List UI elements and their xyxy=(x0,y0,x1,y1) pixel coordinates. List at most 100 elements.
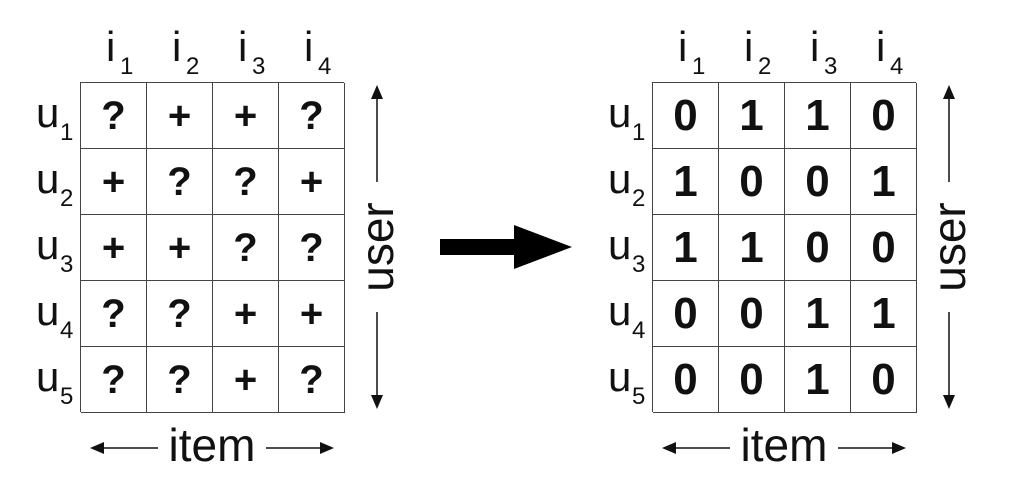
matrix-cell: ? xyxy=(147,281,213,347)
user-axis-arrow xyxy=(371,85,383,409)
item-axis-label: item xyxy=(740,419,828,471)
matrix-cell: 0 xyxy=(719,149,785,215)
column-label-base: i xyxy=(172,23,182,70)
transform-arrow xyxy=(440,225,572,269)
row-label-base: u xyxy=(608,353,632,400)
matrix-cell: + xyxy=(213,281,279,347)
row-label-subscript: 4 xyxy=(632,317,646,344)
column-label-subscript: 1 xyxy=(692,53,706,80)
item-axis-label: item xyxy=(168,419,256,471)
matrix-cell: ? xyxy=(81,83,147,149)
row-label-base: u xyxy=(608,89,632,136)
matrix-cell: 1 xyxy=(785,83,851,149)
matrix-cell: + xyxy=(147,215,213,281)
column-label-base: i xyxy=(810,23,820,70)
column-label-base: i xyxy=(304,23,314,70)
matrix-cell: ? xyxy=(279,347,345,413)
column-label-base: i xyxy=(744,23,754,70)
row-label-base: u xyxy=(36,155,60,202)
column-label-subscript: 1 xyxy=(120,53,134,80)
matrix-cell: ? xyxy=(213,149,279,215)
user-axis-arrow xyxy=(943,85,955,409)
item-axis: item xyxy=(652,418,916,478)
user-axis-label: user xyxy=(351,202,403,292)
column-label-base: i xyxy=(238,23,248,70)
item-axis-arrow xyxy=(662,442,906,454)
column-label-subscript: 3 xyxy=(252,53,266,80)
matrix-cell: + xyxy=(213,347,279,413)
row-label-subscript: 1 xyxy=(632,119,646,146)
column-label-subscript: 4 xyxy=(890,53,904,80)
column-label-subscript: 2 xyxy=(758,53,772,80)
row-label-subscript: 5 xyxy=(632,383,646,410)
matrix-cell: 1 xyxy=(653,215,719,281)
column-label-subscript: 4 xyxy=(318,53,332,80)
row-label-base: u xyxy=(36,221,60,268)
feedback-matrix-grid: ? + + ? + ? ? + + + ? ? ? ? + + ? ? + ? xyxy=(80,82,345,413)
matrix-cell: 1 xyxy=(719,215,785,281)
matrix-cell: 0 xyxy=(851,83,917,149)
item-axis: item xyxy=(80,418,344,478)
matrix-cell: + xyxy=(81,215,147,281)
matrix-cell: 0 xyxy=(851,347,917,413)
matrix-cell: 0 xyxy=(785,215,851,281)
row-label-subscript: 2 xyxy=(60,185,74,212)
row-label-base: u xyxy=(608,155,632,202)
user-axis: user xyxy=(344,82,410,412)
row-label-base: u xyxy=(608,287,632,334)
column-label-subscript: 3 xyxy=(824,53,838,80)
user-axis: user xyxy=(916,82,982,412)
matrix-cell: 1 xyxy=(719,83,785,149)
matrix-cell: ? xyxy=(147,149,213,215)
matrix-cell: 1 xyxy=(785,281,851,347)
row-label-subscript: 4 xyxy=(60,317,74,344)
column-label-base: i xyxy=(106,23,116,70)
matrix-cell: 0 xyxy=(851,215,917,281)
row-label-subscript: 3 xyxy=(60,251,74,278)
matrix-cell: 0 xyxy=(785,149,851,215)
row-label-base: u xyxy=(608,221,632,268)
item-axis-arrow xyxy=(90,442,334,454)
matrix-cell: + xyxy=(213,83,279,149)
matrix-cell: ? xyxy=(147,347,213,413)
matrix-cell: 1 xyxy=(851,149,917,215)
matrix-cell: 0 xyxy=(653,83,719,149)
matrix-cell: ? xyxy=(213,215,279,281)
column-label-base: i xyxy=(876,23,886,70)
matrix-cell: ? xyxy=(279,83,345,149)
row-label-base: u xyxy=(36,89,60,136)
row-label-subscript: 2 xyxy=(632,185,646,212)
matrix-cell: 0 xyxy=(719,281,785,347)
matrix-cell: 1 xyxy=(653,149,719,215)
matrix-cell: + xyxy=(147,83,213,149)
matrix-cell: + xyxy=(279,281,345,347)
matrix-cell: 0 xyxy=(653,347,719,413)
matrix-cell: 0 xyxy=(653,281,719,347)
row-label-subscript: 1 xyxy=(60,119,74,146)
matrix-cell: ? xyxy=(81,347,147,413)
row-label-subscript: 3 xyxy=(632,251,646,278)
binary-matrix-grid: 0 1 1 0 1 0 0 1 1 1 0 0 0 0 1 1 0 0 1 0 xyxy=(652,82,917,413)
row-label-subscript: 5 xyxy=(60,383,74,410)
matrix-cell: 1 xyxy=(851,281,917,347)
